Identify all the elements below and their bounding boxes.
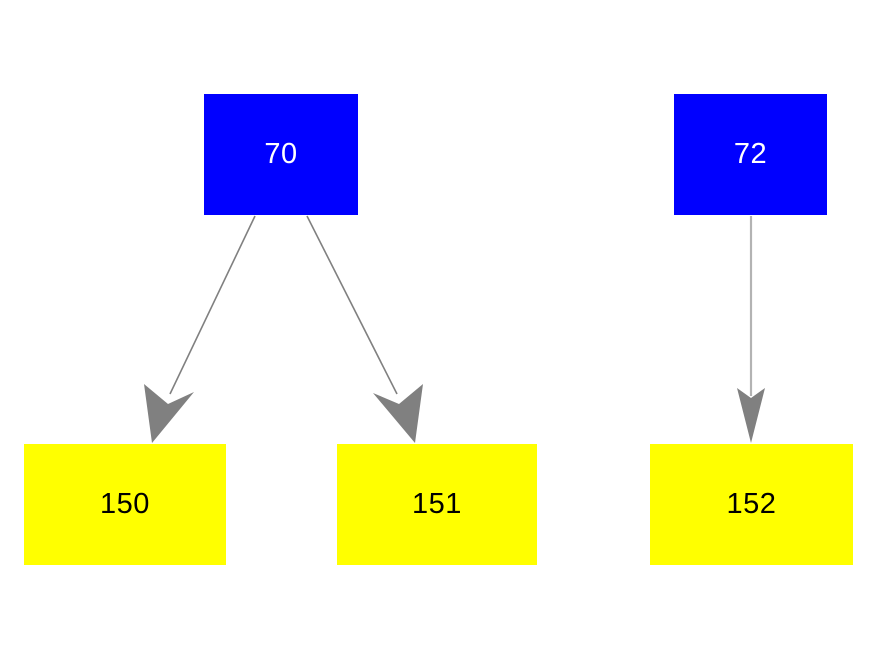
node-label: 72 — [733, 138, 768, 170]
edge-72-152[interactable] — [737, 216, 765, 443]
node-label: 70 — [264, 138, 298, 170]
graph-node-70[interactable]: 70 — [204, 94, 358, 215]
node-label: 150 — [100, 488, 150, 520]
edge-70-151[interactable] — [306, 215, 423, 443]
edge-line-70-151 — [306, 215, 398, 395]
edge-line-70-150 — [169, 215, 256, 395]
arrowhead-72-152 — [737, 388, 765, 443]
arrowhead-70-151 — [373, 384, 423, 443]
graph-node-72[interactable]: 72 — [674, 94, 827, 215]
graph-node-151[interactable]: 151 — [337, 444, 537, 565]
node-label: 151 — [412, 488, 462, 520]
edge-70-150[interactable] — [144, 215, 256, 443]
arrowhead-70-150 — [144, 384, 194, 443]
node-label: 152 — [726, 488, 777, 520]
graph-node-152[interactable]: 152 — [650, 444, 853, 565]
graph-node-150[interactable]: 150 — [24, 444, 226, 565]
